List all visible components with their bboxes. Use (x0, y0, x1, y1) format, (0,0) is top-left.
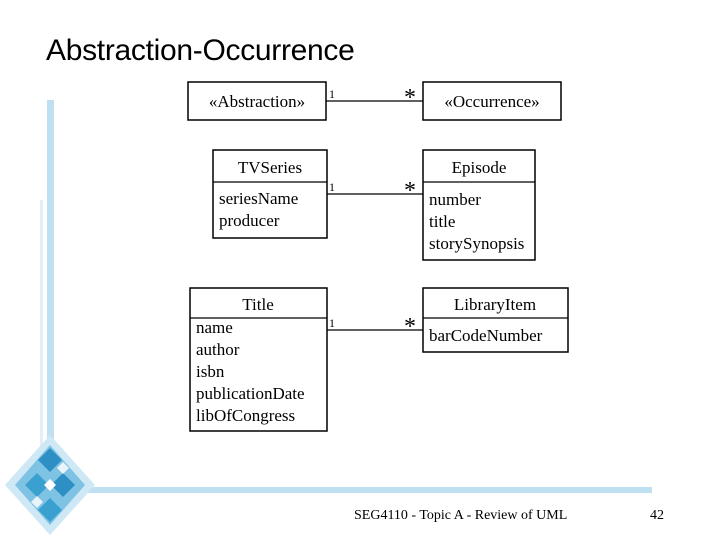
attribute: libOfCongress (196, 406, 295, 425)
class-name-title: Title (242, 295, 274, 314)
class-title: Title name author isbn publicationDate l… (189, 287, 328, 432)
slide-title: Abstraction-Occurrence (46, 34, 355, 67)
class-name-libraryitem: LibraryItem (454, 295, 536, 314)
attribute: title (429, 212, 455, 231)
decorative-horizontal-bar (60, 487, 652, 493)
multiplicity-one: 1 (329, 87, 335, 101)
multiplicity-many: * (404, 85, 416, 111)
multiplicity-one: 1 (329, 180, 335, 194)
class-name-episode: Episode (452, 158, 507, 177)
attribute: number (429, 190, 481, 209)
attribute: producer (219, 211, 280, 230)
attribute: isbn (196, 362, 225, 381)
attribute: storySynopsis (429, 234, 524, 253)
class-name-tvseries: TVSeries (238, 158, 302, 177)
decorative-vertical-bar (47, 100, 54, 490)
multiplicity-one: 1 (329, 316, 335, 330)
multiplicity-many: * (404, 314, 416, 340)
attribute: seriesName (219, 189, 298, 208)
class-abstraction: «Abstraction» (187, 81, 327, 121)
class-episode: Episode number title storySynopsis (422, 149, 536, 261)
class-libraryitem: LibraryItem barCodeNumber (422, 287, 569, 353)
decorative-diamond-pattern (5, 435, 95, 535)
attribute: publicationDate (196, 384, 305, 403)
attribute: name (196, 318, 233, 337)
class-name-occurrence: «Occurrence» (444, 92, 539, 111)
class-name-abstraction: «Abstraction» (209, 92, 305, 111)
slide-footer: SEG4110 - Topic A - Review of UML (354, 508, 568, 523)
multiplicity-many: * (404, 178, 416, 204)
class-tvseries: TVSeries seriesName producer (212, 149, 328, 239)
class-occurrence: «Occurrence» (422, 81, 562, 121)
attribute: author (196, 340, 240, 359)
decorative-vertical-bar-faint (40, 200, 43, 450)
page-number: 42 (650, 508, 664, 523)
attribute: barCodeNumber (429, 326, 543, 345)
